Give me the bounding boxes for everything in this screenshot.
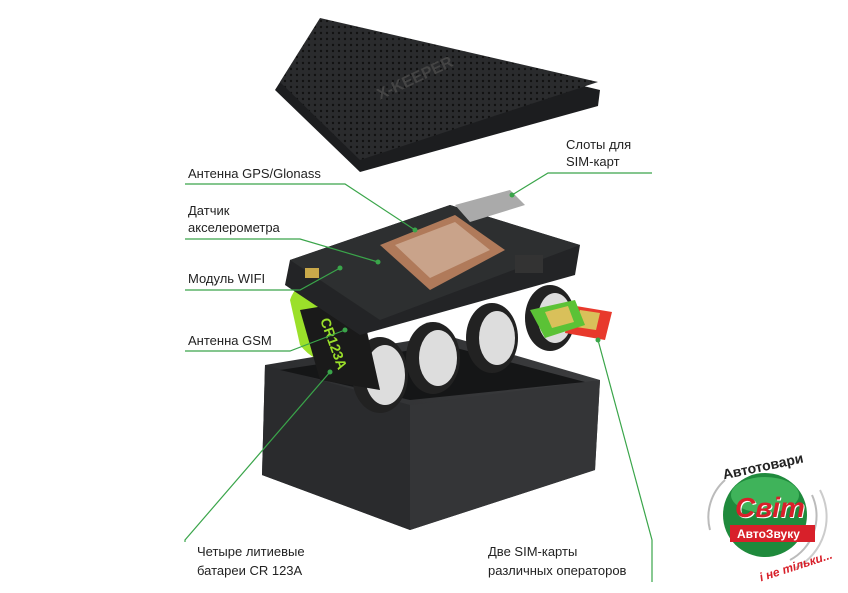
label-batteries-line2: батареи CR 123A <box>197 563 303 578</box>
label-accelerometer-line2: акселерометра <box>188 220 280 235</box>
label-two-sims-line1: Две SIM-карты <box>488 544 578 559</box>
label-two-sims-line2: различных операторов <box>488 563 627 578</box>
logo-sub-text: АвтоЗвуку <box>737 527 800 541</box>
leader-batteries <box>184 371 331 542</box>
leader-lines <box>184 172 653 582</box>
lid: X-KEEPER <box>275 18 600 172</box>
label-sim-slots-line2: SIM-карт <box>566 154 620 169</box>
leader-two-sims <box>597 339 653 582</box>
logo-main-text: Світ <box>735 492 805 523</box>
leader-gsm <box>185 329 346 352</box>
leader-gps <box>185 183 416 231</box>
sim-cards <box>530 300 612 340</box>
pcb <box>285 190 580 335</box>
label-accelerometer-line1: Датчик <box>188 203 230 218</box>
leader-sim-slots <box>511 172 652 196</box>
leader-wifi <box>185 267 341 291</box>
label-gps-antenna: Антенна GPS/Glonass <box>188 166 321 181</box>
leader-accelerometer <box>185 238 379 263</box>
label-wifi-module: Модуль WIFI <box>188 271 266 286</box>
svit-avtozvuku-logo <box>707 473 828 569</box>
label-gsm-antenna: Антенна GSM <box>188 333 272 348</box>
batteries: CR123A <box>290 282 575 413</box>
label-sim-slots-line1: Слоты для <box>566 137 632 152</box>
label-batteries-line1: Четыре литиевые <box>197 544 305 559</box>
